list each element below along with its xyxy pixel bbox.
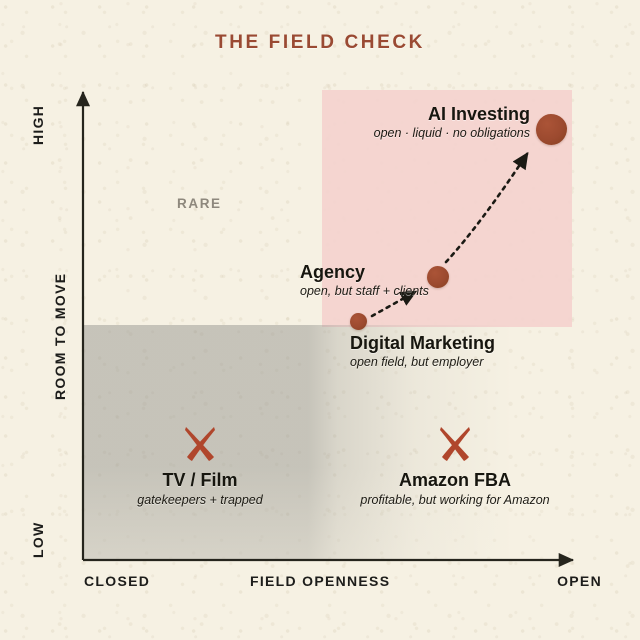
x-axis-high-label: OPEN bbox=[557, 573, 602, 589]
label-amazon-fba: Amazon FBA profitable, but working for A… bbox=[340, 420, 570, 508]
data-point-digital-marketing[interactable] bbox=[350, 313, 367, 330]
y-axis-low-label: LOW bbox=[30, 521, 46, 558]
data-point-ai-investing[interactable] bbox=[536, 114, 567, 145]
label-tv-film-title: TV / Film bbox=[162, 470, 238, 490]
page-title: THE FIELD CHECK bbox=[215, 32, 425, 53]
data-point-agency[interactable] bbox=[427, 266, 449, 288]
x-axis-title: FIELD OPENNESS bbox=[250, 573, 391, 589]
label-digital-marketing-subtitle: open field, but employer bbox=[350, 355, 484, 370]
x-mark-icon bbox=[185, 427, 215, 461]
x-axis-low-label: CLOSED bbox=[84, 573, 151, 589]
label-agency: Agency open, but staff + clients bbox=[300, 262, 596, 299]
label-agency-subtitle: open, but staff + clients bbox=[300, 284, 429, 299]
label-tv-film: TV / Film gatekeepers + trapped bbox=[98, 420, 302, 508]
label-ai-investing-title: AI Investing bbox=[427, 104, 530, 124]
label-digital-marketing-title: Digital Marketing bbox=[350, 333, 496, 353]
y-axis-title: ROOM TO MOVE bbox=[52, 272, 68, 400]
rare-quadrant-label: RARE bbox=[177, 196, 222, 211]
y-axis-high-label: HIGH bbox=[30, 104, 46, 145]
x-mark-icon bbox=[440, 427, 470, 461]
label-amazon-fba-subtitle: profitable, but working for Amazon bbox=[360, 493, 550, 508]
label-tv-film-subtitle: gatekeepers + trapped bbox=[137, 493, 263, 508]
quadrant-fill-bottom bbox=[83, 325, 572, 560]
label-ai-investing-subtitle: open · liquid · no obligations bbox=[373, 126, 530, 141]
label-ai-investing: AI Investing open · liquid · no obligati… bbox=[200, 104, 530, 141]
label-agency-title: Agency bbox=[300, 262, 366, 282]
label-amazon-fba-title: Amazon FBA bbox=[399, 470, 511, 490]
label-digital-marketing: Digital Marketing open field, but employ… bbox=[350, 333, 640, 370]
